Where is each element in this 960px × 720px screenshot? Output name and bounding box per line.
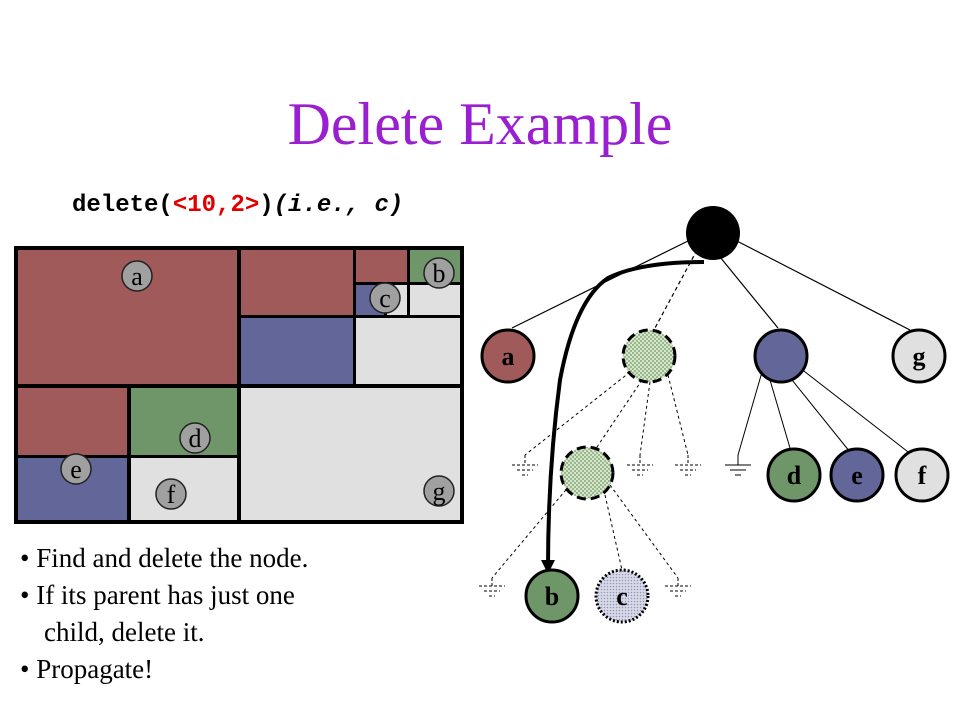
region-upper-grey	[356, 318, 460, 384]
delete-call: delete(<10,2>)(i.e., c)	[72, 192, 403, 219]
svg-text:b: b	[433, 259, 446, 288]
slide-title: Delete Example	[287, 91, 673, 157]
region-b-pad	[410, 285, 460, 315]
tree-node-a: a	[480, 328, 536, 384]
tree-root-node	[686, 206, 740, 260]
bullet-item: • If its parent has just one	[20, 580, 295, 610]
edge-inner-c	[604, 494, 623, 571]
edge-blue-d	[769, 379, 791, 449]
spatial-partition: a b c d e f g	[14, 246, 464, 524]
edge-inner-ground2	[609, 484, 679, 579]
edge-blue-e	[787, 374, 851, 453]
edge-mid-ground2	[639, 381, 651, 456]
region-upper-red	[241, 250, 353, 315]
bullet-list: • Find and delete the node. • If its par…	[20, 540, 308, 688]
svg-text:a: a	[502, 342, 515, 371]
tree-node-c: c	[594, 568, 650, 624]
tree-node-deleted-inner	[559, 445, 615, 501]
edge-inner-ground1	[491, 484, 571, 579]
region-label-e: e	[60, 453, 92, 485]
svg-text:c: c	[616, 582, 628, 611]
svg-text:c: c	[379, 284, 391, 313]
svg-text:b: b	[545, 582, 559, 611]
edge-root-g	[734, 239, 911, 331]
tree-node-e: e	[829, 447, 885, 503]
tree-node-b: b	[524, 568, 580, 624]
svg-text:e: e	[851, 461, 863, 490]
region-label-f: f	[155, 478, 187, 510]
ground-symbols	[479, 455, 751, 597]
edge-mid-ground3	[667, 374, 689, 456]
svg-text:d: d	[787, 461, 802, 490]
delete-call-prefix: delete(	[72, 192, 173, 219]
rtree: a g d e f b c	[479, 206, 950, 624]
bullet-item: • Propagate!	[20, 654, 154, 684]
svg-text:f: f	[918, 461, 927, 490]
search-path-arrowhead	[541, 560, 555, 574]
svg-text:d: d	[189, 424, 202, 453]
tree-node-d: d	[766, 447, 822, 503]
edge-mid-ground1	[524, 371, 631, 456]
region-label-d: d	[179, 422, 211, 454]
bullet-item: • Find and delete the node.	[20, 543, 309, 573]
bullet-item-continuation: child, delete it.	[44, 617, 205, 647]
region-small-red	[356, 250, 407, 282]
region-lower-red	[18, 388, 127, 455]
delete-call-note: (i.e., c)	[273, 192, 404, 219]
edge-blue-f	[799, 367, 913, 456]
tree-node-deleted-parent	[621, 328, 677, 384]
region-label-g: g	[423, 475, 455, 507]
svg-text:a: a	[131, 262, 143, 291]
delete-call-arg: <10,2>	[172, 192, 260, 219]
tree-node-f: f	[894, 447, 950, 503]
tree-node-blue	[753, 328, 809, 384]
edge-root-blue	[719, 256, 779, 329]
svg-text:g: g	[433, 477, 446, 506]
tree-node-g: g	[891, 328, 947, 384]
edge-mid-inner	[594, 379, 643, 451]
svg-text:f: f	[167, 480, 176, 509]
region-g	[241, 388, 460, 520]
search-path	[546, 260, 705, 569]
region-upper-blue	[241, 318, 353, 384]
region-label-c: c	[369, 282, 401, 314]
region-label-a: a	[121, 260, 153, 292]
svg-text:g: g	[913, 342, 926, 371]
edge-blue-ground	[737, 371, 763, 456]
region-label-b: b	[423, 257, 455, 289]
svg-text:e: e	[70, 455, 82, 484]
delete-call-suffix: )	[259, 192, 274, 219]
